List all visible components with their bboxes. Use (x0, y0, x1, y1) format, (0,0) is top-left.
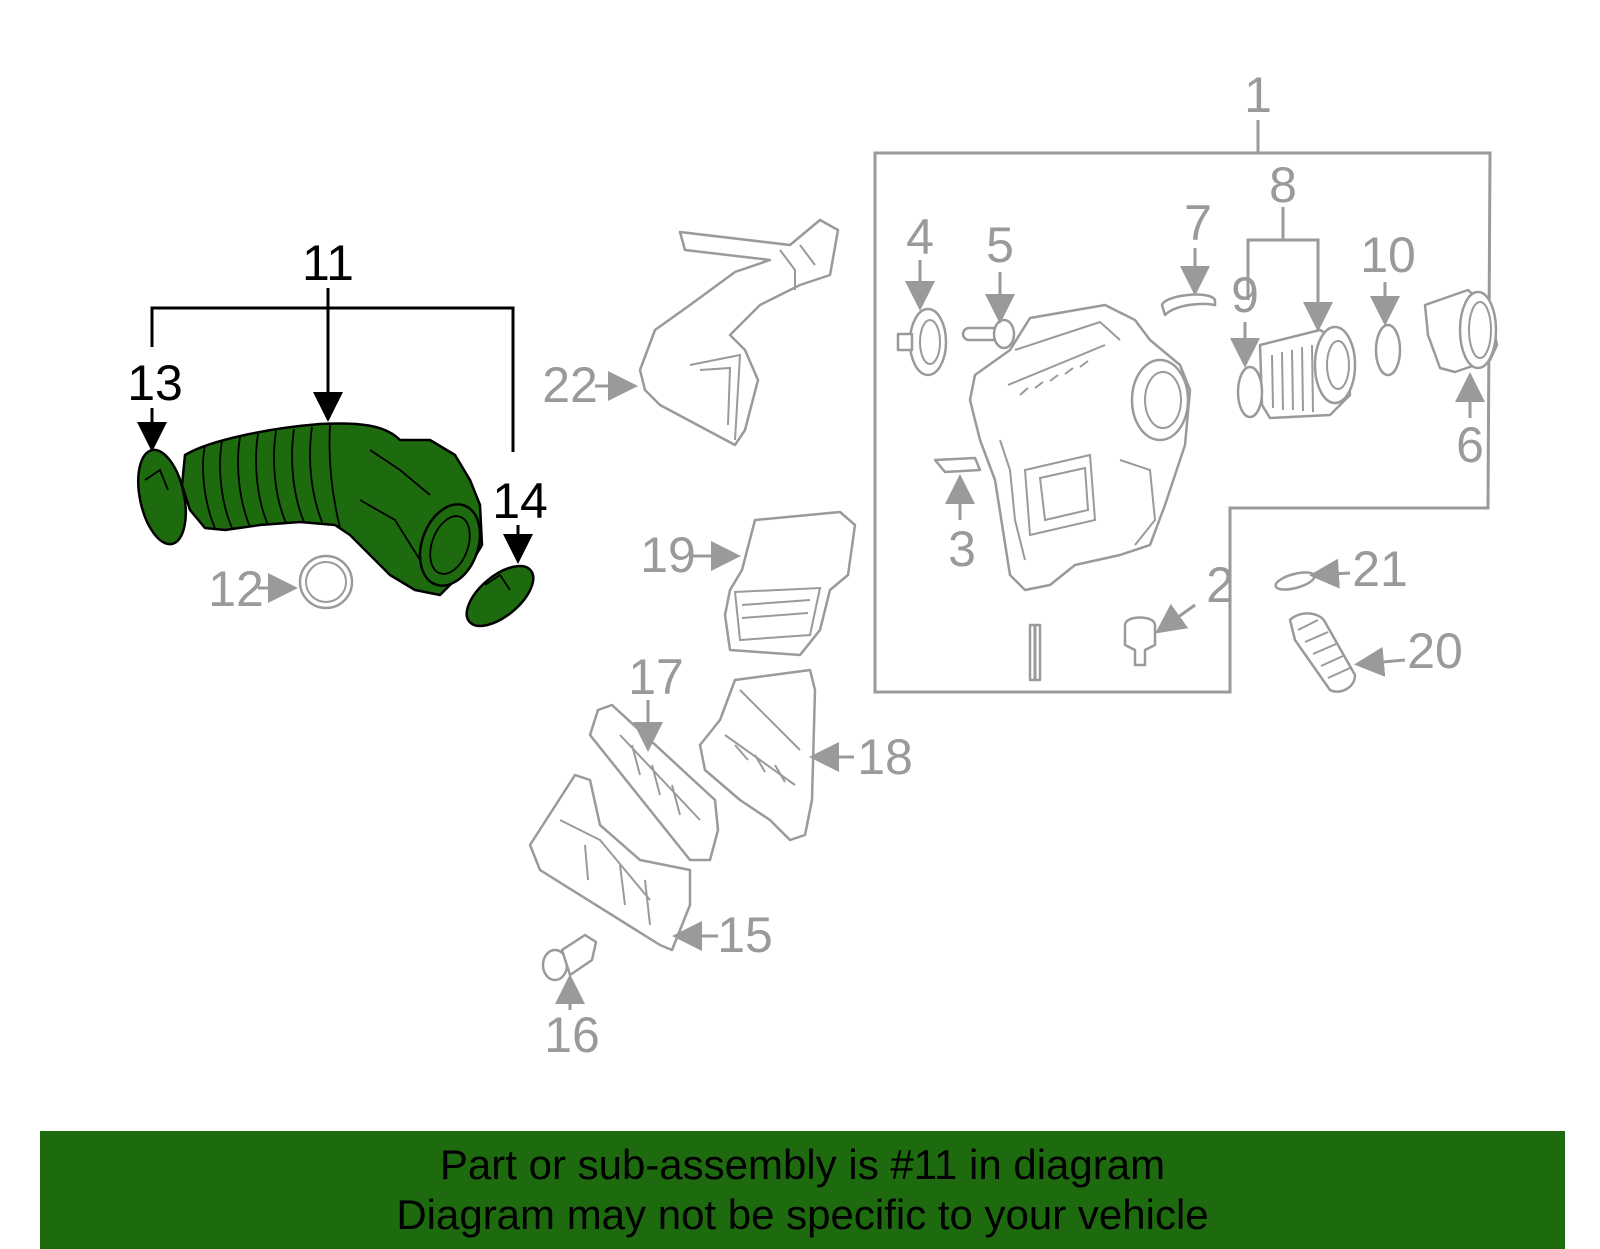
part-19-inlet[interactable] (693, 510, 857, 657)
part-22-air-duct[interactable] (595, 218, 840, 447)
part-2-grommet[interactable] (1123, 603, 1196, 667)
part-14-clamp[interactable] (457, 555, 544, 637)
info-banner: Part or sub-assembly is #11 in diagram D… (40, 1131, 1565, 1249)
callout-labels: 1 2 3 4 5 6 7 8 9 10 11 12 13 14 15 16 1… (127, 67, 1484, 1063)
callout-17: 17 (628, 649, 684, 705)
part-17-bracket[interactable] (588, 700, 720, 862)
banner-disclaimer: Diagram may not be specific to your vehi… (396, 1191, 1209, 1238)
callout-22: 22 (542, 357, 598, 413)
part-7-clip[interactable] (1160, 248, 1217, 317)
part-8-filter-element[interactable] (1246, 207, 1357, 420)
callout-2: 2 (1206, 557, 1234, 613)
leaders-11 (137, 288, 533, 564)
callout-10: 10 (1360, 227, 1416, 283)
part-9-seal-ring[interactable] (1230, 322, 1264, 419)
part-20-hose[interactable] (1288, 612, 1406, 693)
callout-18: 18 (857, 729, 913, 785)
callout-19: 19 (640, 527, 696, 583)
callout-21: 21 (1352, 541, 1408, 597)
part-5-bolt[interactable] (961, 272, 1016, 350)
callout-13: 13 (127, 355, 183, 411)
callout-16: 16 (544, 1007, 600, 1063)
part-11-intake-hose[interactable] (180, 422, 491, 597)
callout-9: 9 (1231, 267, 1259, 323)
part-15-shield[interactable] (528, 773, 718, 952)
part-4-bushing[interactable] (896, 260, 948, 377)
part-18-resonator[interactable] (698, 668, 854, 842)
part-3-seal[interactable] (933, 456, 982, 520)
banner-part-note: Part or sub-assembly is #11 in diagram (439, 1141, 1166, 1188)
callout-20: 20 (1407, 623, 1463, 679)
callout-7: 7 (1184, 195, 1212, 251)
assembly-box-1 (873, 120, 1492, 694)
part-12-gasket[interactable] (258, 554, 354, 610)
callout-5: 5 (986, 217, 1014, 273)
callout-14: 14 (492, 473, 548, 529)
callout-12: 12 (208, 561, 264, 617)
callout-11: 11 (302, 235, 354, 291)
callout-3: 3 (948, 521, 976, 577)
part-21-clamp[interactable] (1274, 558, 1351, 593)
callout-15: 15 (717, 907, 773, 963)
part-6-outlet-adapter[interactable] (1423, 288, 1499, 418)
part-10-o-ring[interactable] (1370, 282, 1402, 377)
callout-4: 4 (906, 209, 934, 265)
callout-6: 6 (1456, 417, 1484, 473)
callout-8: 8 (1269, 157, 1297, 213)
part-1-air-cleaner-housing[interactable] (968, 303, 1192, 682)
callout-1: 1 (1244, 67, 1272, 123)
part-16-clip[interactable] (541, 933, 598, 1010)
